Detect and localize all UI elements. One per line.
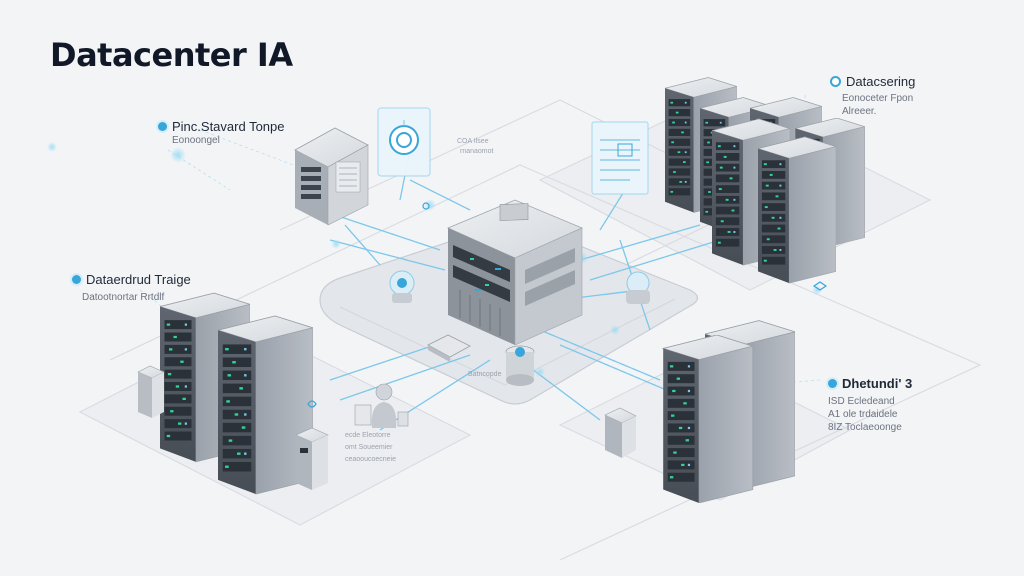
small-cabinet-left xyxy=(138,366,164,418)
callout-bottom-right-sub3: 8IZ Toclaeoonge xyxy=(828,421,912,434)
callout-bottom-right-sub1: ISD Ecledeand xyxy=(828,395,912,408)
micro-label: Batncopde xyxy=(468,371,501,378)
callout-top-left-sub: Eonoongel xyxy=(172,134,285,147)
callout-bottom-right-sub2: A1 ole trdaidele xyxy=(828,408,912,421)
info-dot-icon xyxy=(72,275,81,284)
info-dot-icon xyxy=(158,122,167,131)
callout-mid-left-heading: Dataerdrud Traige xyxy=(86,272,191,287)
rack-cluster-bottom-right xyxy=(663,321,795,503)
micro-label: ecde Eleotorre xyxy=(345,432,391,439)
page-title: Datacenter IA xyxy=(50,36,293,74)
micro-label: rnanaomot xyxy=(460,148,493,155)
callout-mid-left-sub: Datootnortar Rrtdlf xyxy=(82,291,191,304)
small-cabinet-bottom-center xyxy=(605,408,636,458)
device-left-pod xyxy=(390,271,414,303)
hologram-panel-top xyxy=(378,108,430,176)
micro-label: omt Soueemier xyxy=(345,444,392,451)
info-dot-icon xyxy=(830,76,841,87)
info-dot-icon xyxy=(828,379,837,388)
callout-top-left: Pinc.Stavard Tonpe Eonoongel xyxy=(158,119,285,147)
callout-top-right-heading: Datacsering xyxy=(846,74,915,89)
central-server xyxy=(448,200,582,345)
micro-label: ceaooucoecneie xyxy=(345,456,396,463)
callout-top-right-sub2: Alreeer. xyxy=(842,105,915,118)
micro-label: COA Ilsee xyxy=(457,138,489,145)
hologram-panel-right xyxy=(592,122,648,194)
device-right-pod xyxy=(626,272,650,304)
callout-top-right: Datacsering Eonoceter Fpon Alreeer. xyxy=(830,74,915,118)
small-server-top-left xyxy=(295,128,368,225)
callout-top-right-sub1: Eonoceter Fpon xyxy=(842,92,915,105)
callout-mid-left: Dataerdrud Traige Datootnortar Rrtdlf xyxy=(72,272,191,304)
callout-bottom-right: Dhetundi' 3 ISD Ecledeand A1 ole trdaide… xyxy=(828,376,912,434)
device-bottom-cylinder xyxy=(506,346,534,386)
small-cabinet-front xyxy=(296,428,328,490)
callout-bottom-right-heading: Dhetundi' 3 xyxy=(842,376,912,391)
callout-top-left-heading: Pinc.Stavard Tonpe xyxy=(172,119,285,134)
